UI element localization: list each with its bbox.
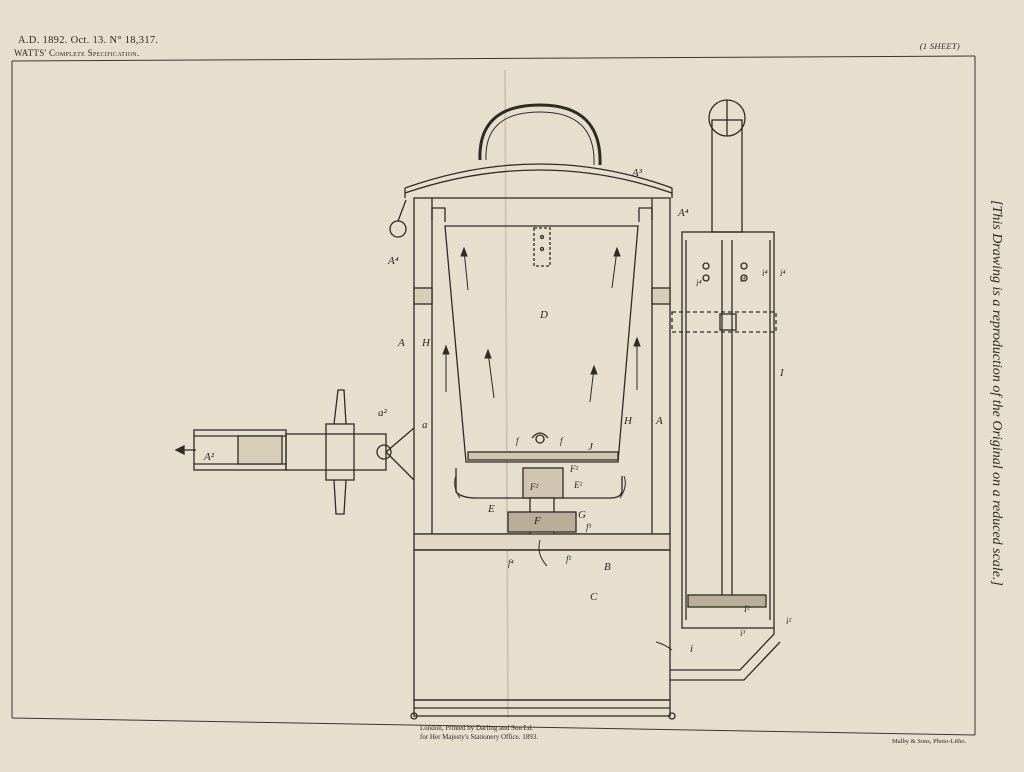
sheet-count: (1 SHEET)	[919, 41, 960, 51]
lamp-body	[389, 103, 676, 720]
label-F2-lower: F²	[529, 482, 538, 492]
label-G: G	[578, 509, 586, 521]
label-i2: i²	[786, 616, 792, 626]
part-labels: A³ A⁴ A⁴ A H D H A a² a A² f f J F² F² E…	[203, 167, 792, 655]
drawing-border	[11, 55, 976, 736]
label-I2: I²	[743, 604, 750, 614]
label-A-right: A	[655, 415, 663, 427]
flow-arrows	[442, 246, 673, 651]
label-f4: f⁴	[508, 558, 514, 568]
label-J: J	[588, 441, 594, 453]
label-A2: A²	[203, 451, 215, 463]
patent-header-date: A.D. 1892. Oct. 13. N° 18,317.	[18, 35, 159, 46]
label-i4-b: i⁴	[740, 274, 746, 284]
label-i: i	[690, 643, 693, 655]
label-i3: i³	[740, 628, 746, 638]
label-D: D	[539, 309, 548, 321]
label-i4-c: i⁴	[762, 268, 768, 278]
paper-fold	[504, 69, 509, 719]
label-f-left: f	[516, 436, 520, 446]
label-E: E	[487, 503, 495, 515]
label-a2: a²	[378, 407, 388, 419]
label-C: C	[590, 591, 598, 603]
outlet-pipe	[174, 389, 415, 515]
label-i4-d: i⁴	[780, 268, 786, 278]
label-f2: f²	[566, 554, 572, 564]
label-i4-a: i⁴	[696, 278, 702, 288]
printer-credit: London, Printed by Darling and Son Ld. f…	[420, 724, 538, 742]
pump-cylinder	[670, 99, 781, 681]
lithographer-credit: Malby & Sons, Photo-Litho.	[892, 738, 967, 745]
label-f-right: f	[560, 436, 564, 446]
label-B: B	[604, 561, 611, 573]
label-H-right: H	[623, 415, 633, 427]
label-A3: A³	[631, 167, 643, 179]
label-F2-upper: F²	[569, 464, 578, 474]
label-H-left: H	[421, 337, 431, 349]
printer-credit-line2: for Her Majesty's Stationery Office. 189…	[420, 733, 538, 741]
label-A4-left: A⁴	[387, 255, 399, 267]
label-f3: f³	[586, 522, 592, 532]
patent-header-title: WATTS' Complete Specification.	[14, 48, 140, 58]
label-F: F	[533, 515, 541, 527]
label-A4-right: A⁴	[677, 207, 689, 219]
label-a: a	[422, 419, 428, 431]
label-A-left: A	[397, 337, 405, 349]
label-I: I	[779, 367, 785, 379]
label-E2: E²	[573, 480, 582, 490]
printer-credit-line1: London, Printed by Darling and Son Ld.	[420, 724, 534, 732]
